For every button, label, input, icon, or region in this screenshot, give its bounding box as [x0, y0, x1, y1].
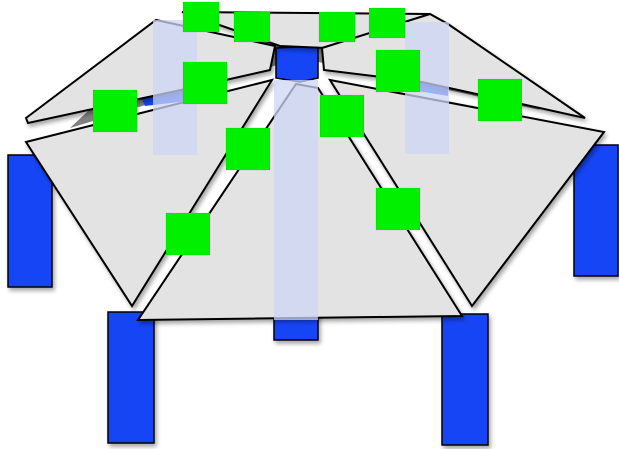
green-marker: [319, 94, 365, 138]
green-marker: [233, 11, 271, 43]
leg-right: [573, 144, 619, 277]
translucent-columns: [153, 20, 449, 320]
marker-group: [92, 1, 523, 256]
green-marker: [368, 7, 406, 39]
green-marker: [92, 89, 138, 133]
green-marker: [375, 49, 421, 93]
green-marker: [318, 11, 356, 43]
hub-block: [275, 45, 319, 83]
leg-left: [7, 154, 53, 288]
column-center: [274, 80, 318, 320]
green-marker: [225, 127, 271, 171]
leg-group: [7, 144, 619, 446]
green-marker: [182, 1, 220, 33]
panel-left: [24, 78, 275, 308]
green-marker: [477, 78, 523, 122]
green-marker: [182, 61, 228, 105]
green-marker: [165, 212, 211, 256]
leg-front-left: [107, 311, 155, 444]
leg-front-right: [441, 313, 489, 446]
green-marker: [375, 187, 421, 231]
